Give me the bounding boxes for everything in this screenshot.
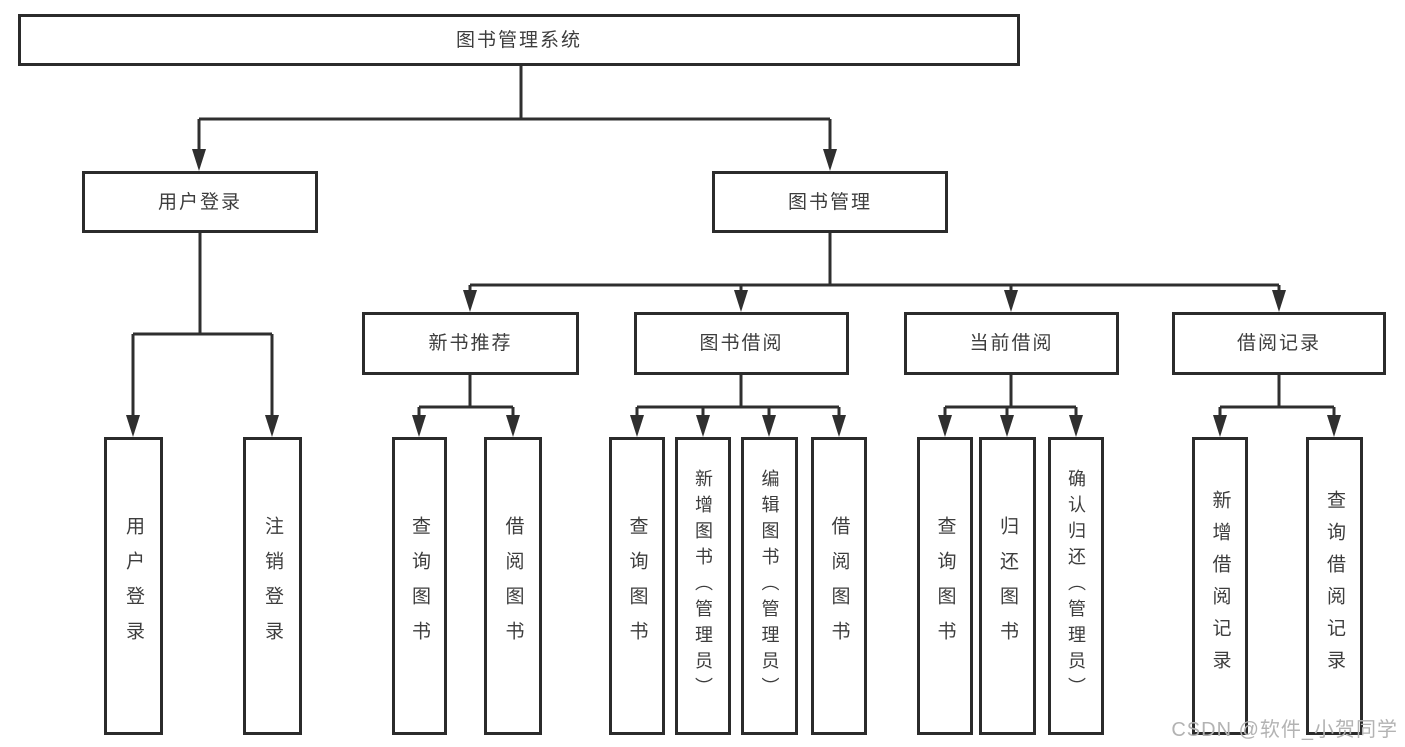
node-book-borrow: 图书借阅 [634, 312, 849, 375]
leaf-query-borrow-record: 查询借阅记录 [1306, 437, 1363, 735]
leaf-query-books-borrow: 查询图书 [609, 437, 665, 735]
node-current-borrow: 当前借阅 [904, 312, 1119, 375]
connector-paths [131, 66, 1336, 418]
arrowheads [126, 149, 1341, 437]
node-borrow-records: 借阅记录 [1172, 312, 1386, 375]
node-root-system: 图书管理系统 [18, 14, 1020, 66]
node-book-management: 图书管理 [712, 171, 948, 233]
leaf-return-book: 归还图书 [979, 437, 1036, 735]
leaf-confirm-return-admin: 确认归还（管理员） [1048, 437, 1104, 735]
leaf-edit-book-admin: 编辑图书（管理员） [741, 437, 798, 735]
leaf-query-books-current: 查询图书 [917, 437, 973, 735]
csdn-watermark: CSDN @软件_小贺同学 [1171, 719, 1398, 741]
leaf-user-login: 用户登录 [104, 437, 163, 735]
leaf-borrow-books-borrow: 借阅图书 [811, 437, 867, 735]
node-user-login-group: 用户登录 [82, 171, 318, 233]
leaf-add-book-admin: 新增图书（管理员） [675, 437, 731, 735]
leaf-logout: 注销登录 [243, 437, 302, 735]
leaf-borrow-books-recommend: 借阅图书 [484, 437, 542, 735]
node-new-book-recommend: 新书推荐 [362, 312, 579, 375]
leaf-query-books-recommend: 查询图书 [392, 437, 447, 735]
leaf-add-borrow-record: 新增借阅记录 [1192, 437, 1248, 735]
